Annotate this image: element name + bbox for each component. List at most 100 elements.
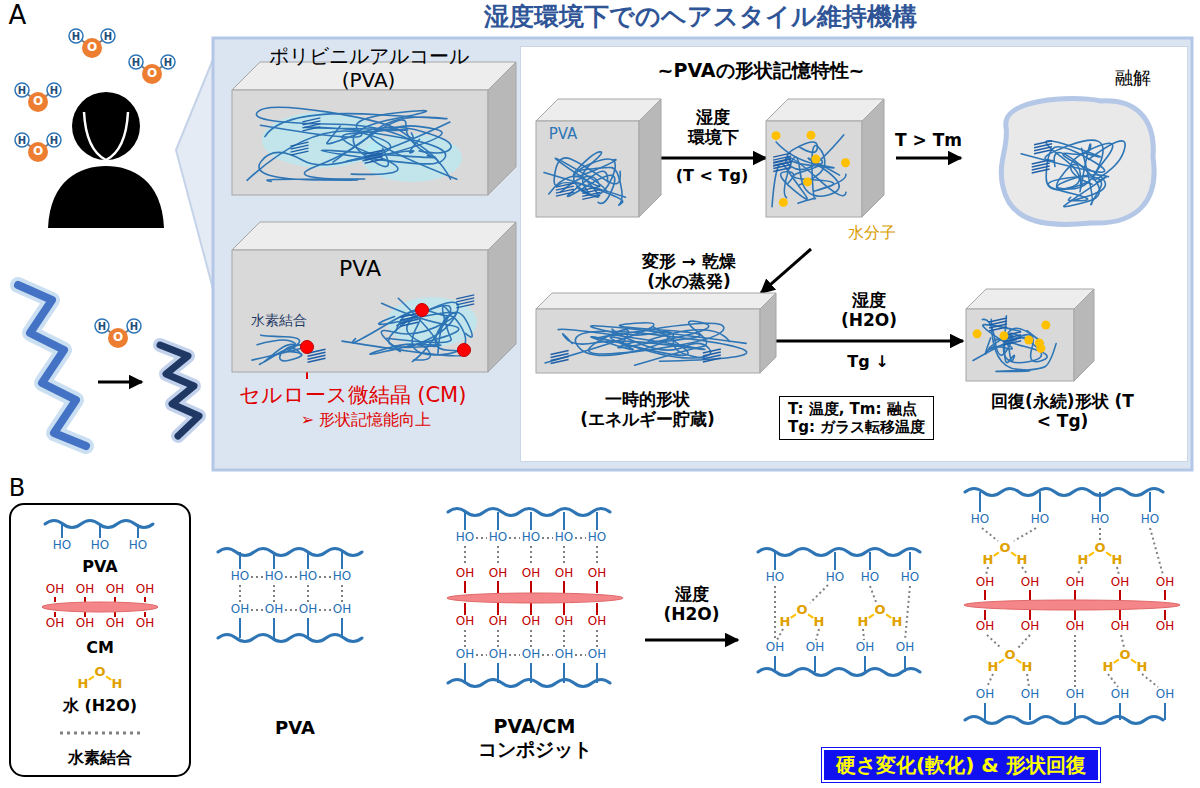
- atom-label: OH: [1065, 576, 1085, 589]
- hydrogen-bond: [1014, 528, 1036, 541]
- hydrogen-bond: [285, 576, 297, 578]
- hydrogen-bond: [774, 586, 776, 640]
- crystal-bundle: [308, 358, 326, 362]
- cellulose-crystal: [447, 593, 623, 603]
- side-group-bond: [1164, 703, 1166, 720]
- atom-label: OH: [1155, 620, 1175, 633]
- atom-label: OH: [488, 648, 508, 661]
- text-label: 湿度 (H2O): [661, 584, 723, 625]
- atom-label: OH: [975, 688, 995, 701]
- melted-blob: 融解: [961, 67, 1161, 229]
- atom-label: HO: [970, 513, 990, 526]
- atom-label: H: [1077, 553, 1089, 567]
- hydrogen-bond: [1121, 635, 1124, 647]
- atom-label: OH: [455, 567, 475, 580]
- atom-label: OH: [264, 603, 284, 616]
- atom-label: HO: [900, 571, 920, 584]
- hydrogen-bond: [1117, 567, 1119, 575]
- oxygen-atom: [28, 92, 48, 112]
- side-group-bond: [984, 590, 986, 600]
- atom-label: H: [1021, 660, 1033, 674]
- hydrogen-bond: [307, 585, 309, 602]
- legend-label: PVA: [82, 557, 119, 576]
- water-bond: [1106, 552, 1111, 556]
- atom-label: O: [1119, 648, 1132, 662]
- text-label: 融解: [1114, 67, 1151, 89]
- atom-label: OH: [975, 576, 995, 589]
- hydrogen-bond: [509, 537, 520, 539]
- hydrogen-bond: [1027, 674, 1029, 687]
- water-bond: [89, 676, 94, 680]
- hydrogen-bond: [596, 630, 598, 647]
- side-group-bond: [239, 618, 241, 638]
- atom-label: H: [813, 615, 825, 629]
- cellulose-crystal: [42, 602, 158, 612]
- water-dot: [772, 131, 781, 140]
- text-label: PVA: [275, 717, 316, 739]
- text-label: ポリビニルアルコール (PVA): [261, 44, 476, 92]
- side-group-bond: [497, 512, 499, 530]
- hydrogen-bond: [870, 586, 876, 602]
- atom-label: H: [97, 321, 107, 332]
- side-group-bond: [596, 581, 598, 593]
- hydrogen-bond: [905, 586, 910, 640]
- hydrogen-bond: [987, 635, 1001, 648]
- atom-label: HO: [298, 570, 318, 583]
- crystal-bundle: [989, 327, 1007, 331]
- pva-cm-block: PVA水素結合: [232, 222, 516, 372]
- atom-label: O: [112, 331, 124, 344]
- melt-outline: [1001, 99, 1154, 225]
- hydrogen-atom: [129, 55, 143, 69]
- process-arrow: [661, 157, 766, 160]
- panel-background: [213, 38, 1192, 470]
- atom-label: OH: [1155, 576, 1175, 589]
- water-bond: [791, 614, 796, 618]
- hydrogen-bond: [1022, 567, 1028, 575]
- atom-label: H: [17, 135, 27, 146]
- atom-label: OH: [1020, 576, 1040, 589]
- oxygen-atom: [28, 142, 48, 162]
- polymer-chain: [218, 635, 362, 642]
- polymer-chain: [793, 158, 845, 191]
- text-label: PVA: [339, 256, 382, 282]
- atom-label: HO: [332, 570, 352, 583]
- atom-label: H: [49, 85, 59, 96]
- text-label: B: [8, 474, 26, 503]
- atom-label: OH: [105, 583, 125, 596]
- atom-label: OH: [521, 648, 541, 661]
- atom-label: H: [1111, 553, 1123, 567]
- hydrogen-bond: [810, 585, 828, 603]
- legend-label: CM: [86, 638, 115, 657]
- result-box: 硬さ変化(軟化) & 形状回復: [822, 748, 1100, 782]
- hydrogen-bond: [1099, 528, 1101, 540]
- side-group-bond: [84, 597, 86, 602]
- side-group-bond: [464, 663, 466, 683]
- atom-label: OH: [75, 583, 95, 596]
- atom-label: H: [163, 57, 173, 68]
- side-group-bond: [497, 581, 499, 593]
- shape-memory-panel: ~PVAの形状記憶特性~PVA水分子融解一時的形状 (エネルギー貯蔵)回復(永続…: [520, 46, 1188, 462]
- side-group-bond: [563, 581, 565, 593]
- block-top: [232, 222, 516, 250]
- block-side: [488, 222, 516, 372]
- side-group-bond: [1029, 610, 1031, 620]
- atom-label: HO: [1030, 513, 1050, 526]
- side-group-bond: [984, 610, 986, 620]
- figure-title: 湿度環境下でのヘアスタイル維持機構: [483, 2, 917, 32]
- atom-label: OH: [45, 583, 65, 596]
- hydrogen-bond: [464, 630, 466, 647]
- side-group-bond: [979, 492, 981, 512]
- text-label: セルロース微結晶 (CM): [238, 383, 467, 408]
- hydrogen-bond: [251, 576, 263, 578]
- water-dot: [1035, 338, 1044, 347]
- side-group-bond: [530, 603, 532, 615]
- legend-frame: [10, 504, 190, 776]
- water-bond: [1011, 552, 1016, 556]
- side-group-bond: [596, 603, 598, 615]
- polymer-chain: [448, 680, 610, 687]
- text-label: Tg ↓: [847, 352, 890, 371]
- atom-label: HO: [1090, 513, 1110, 526]
- atom-label: HO: [587, 531, 607, 544]
- text-label: 水分子: [847, 223, 896, 242]
